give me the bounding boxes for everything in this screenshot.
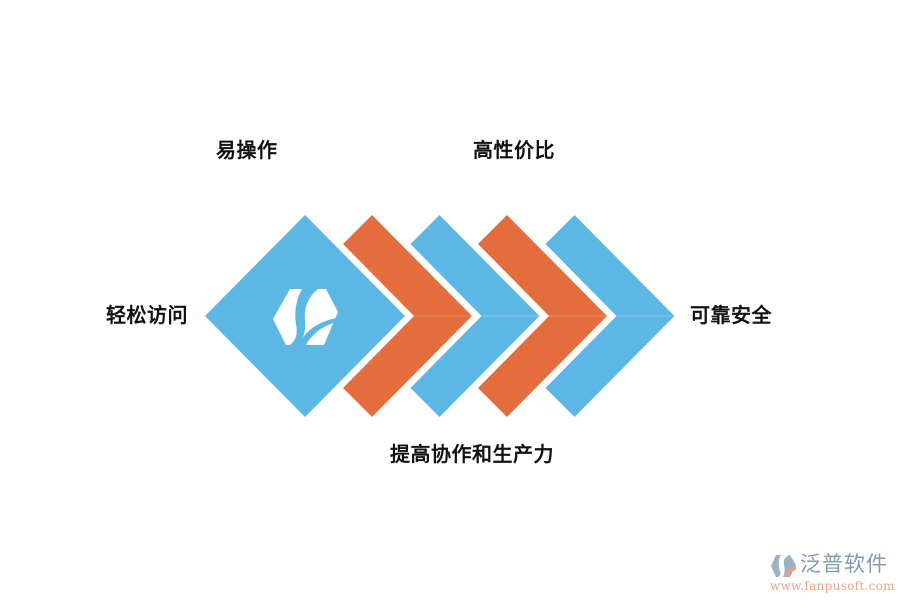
orange-chevron-1 — [343, 215, 472, 417]
orange-chevron-3 — [478, 215, 607, 417]
watermark: 泛普软件 www.fanpusoft.com — [768, 551, 898, 597]
blue-chevron-4 — [545, 215, 675, 417]
fanpu-logo-icon — [771, 555, 796, 577]
label-reliable-secure: 可靠安全 — [690, 303, 772, 327]
watermark-brand: 泛普软件 — [800, 552, 888, 576]
label-easy-access: 轻松访问 — [106, 303, 188, 327]
fanpu-hexagon-logo-icon — [273, 289, 338, 345]
blue-chevron-2 — [410, 215, 540, 417]
label-collaboration-productivity: 提高协作和生产力 — [390, 442, 554, 466]
label-easy-to-use: 易操作 — [216, 138, 278, 162]
label-cost-effective: 高性价比 — [473, 138, 555, 162]
watermark-url: www.fanpusoft.com — [770, 579, 895, 593]
